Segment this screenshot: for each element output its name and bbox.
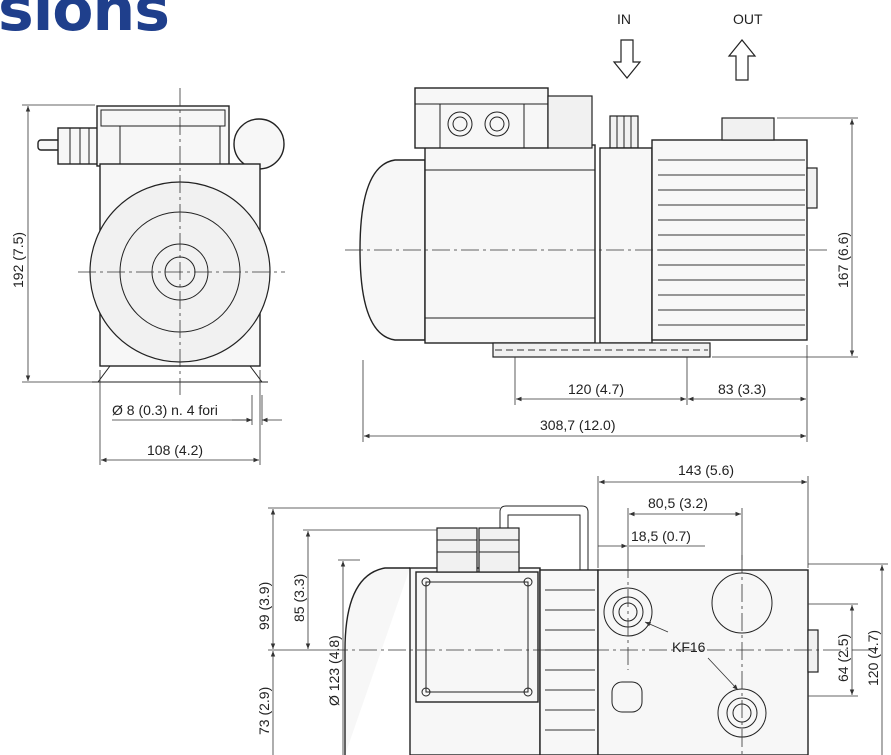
top-gland-2 [478, 527, 520, 573]
side-motor-body [424, 144, 596, 344]
holes-dim: Ø 8 (0.3) n. 4 fori [112, 402, 218, 418]
top-gland-1 [436, 527, 478, 573]
handle [499, 505, 589, 572]
rear-offset-dim: 83 (3.3) [718, 381, 766, 397]
feet-spacing-dim: 120 (4.7) [568, 381, 624, 397]
outlet-label: OUT [733, 11, 763, 27]
dim-123: Ø 123 (4.8) [326, 635, 342, 706]
side-height-dim: 167 (6.6) [835, 232, 851, 288]
port-label: KF16 [672, 639, 706, 655]
dim-64: 64 (2.5) [835, 634, 851, 682]
side-terminal-box [414, 87, 549, 149]
outlet-port [721, 117, 775, 141]
front-height-dim: 192 (7.5) [10, 232, 26, 288]
outlet-arrow-icon [727, 39, 757, 81]
top-view: KF16 143 (5.6) 80,5 (3.2) 18,5 (0.7) 99 … [256, 462, 888, 755]
dim-80-5: 80,5 (3.2) [648, 495, 708, 511]
dim-99: 99 (3.9) [256, 582, 272, 630]
overall-length-dim: 308,7 (12.0) [540, 417, 616, 433]
top-pump-body [597, 569, 809, 755]
dim-18-5: 18,5 (0.7) [631, 528, 691, 544]
side-base [492, 342, 711, 358]
top-motor-cap [344, 567, 410, 755]
front-view: 192 (7.5) Ø 8 (0.3) n. 4 fori 108 (4.2) [10, 88, 285, 465]
dim-85: 85 (3.3) [291, 574, 307, 622]
capacitor [233, 118, 285, 170]
pump-block [651, 139, 808, 341]
inlet-arrow-icon [612, 39, 642, 79]
cooling-fins [658, 159, 805, 326]
side-view: IN OUT 167 (6.6) [345, 11, 858, 442]
page-title: sions [0, 0, 170, 45]
cable-gland [37, 127, 99, 165]
dim-120: 120 (4.7) [865, 630, 881, 686]
terminal-box [96, 105, 230, 167]
dim-143: 143 (5.6) [678, 462, 734, 478]
front-width-dim: 108 (4.2) [147, 442, 203, 458]
dim-73: 73 (2.9) [256, 687, 272, 735]
top-terminal-box [415, 571, 539, 703]
inlet-label: IN [617, 11, 631, 27]
